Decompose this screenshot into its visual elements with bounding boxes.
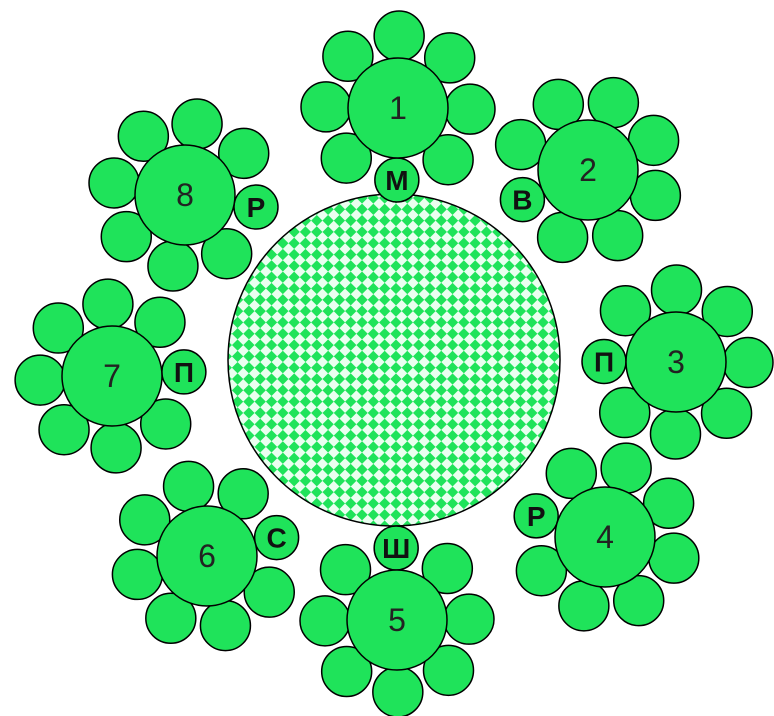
flower-6: С6 [112,461,298,650]
petal [91,423,141,473]
letter-petal-label: В [512,185,532,216]
petal [444,594,494,644]
petal [300,596,350,646]
letter-petal-label: Р [527,501,546,532]
petal [445,84,495,134]
flower-number: 6 [198,538,216,574]
flower-5: Ш5 [300,526,494,716]
petal [15,355,65,405]
flower-number: 4 [596,519,614,555]
letter-petal-label: С [266,523,286,554]
petal [301,82,351,132]
petal [373,667,423,716]
central-pond [228,194,560,526]
flower-2: В2 [496,78,681,263]
flower-number: 5 [388,602,406,638]
flower-number: 3 [667,344,685,380]
petal [164,461,214,511]
petal [374,11,424,61]
petal [200,601,250,651]
petal [649,533,699,583]
flower-1: М1 [301,11,495,202]
petal [652,265,702,315]
petal [601,443,651,493]
flower-4: Р4 [514,443,699,631]
flower-8: Р8 [89,99,278,291]
petal [650,409,700,459]
flower-number: 2 [579,152,597,188]
flower-number: 7 [103,358,121,394]
petal [83,279,133,329]
petal [723,338,773,388]
flower-number: 8 [176,177,194,213]
petal [559,581,609,631]
letter-petal-label: П [174,357,194,388]
petal [89,158,139,208]
flower-number: 1 [389,90,407,126]
letter-petal-label: Р [247,192,266,223]
flower-7: П7 [15,279,206,473]
petal [172,99,222,149]
letter-petal-label: М [385,165,408,196]
letter-petal-label: П [594,346,614,377]
petal [112,549,162,599]
letter-petal-label: Ш [382,533,410,564]
petal [148,241,198,291]
